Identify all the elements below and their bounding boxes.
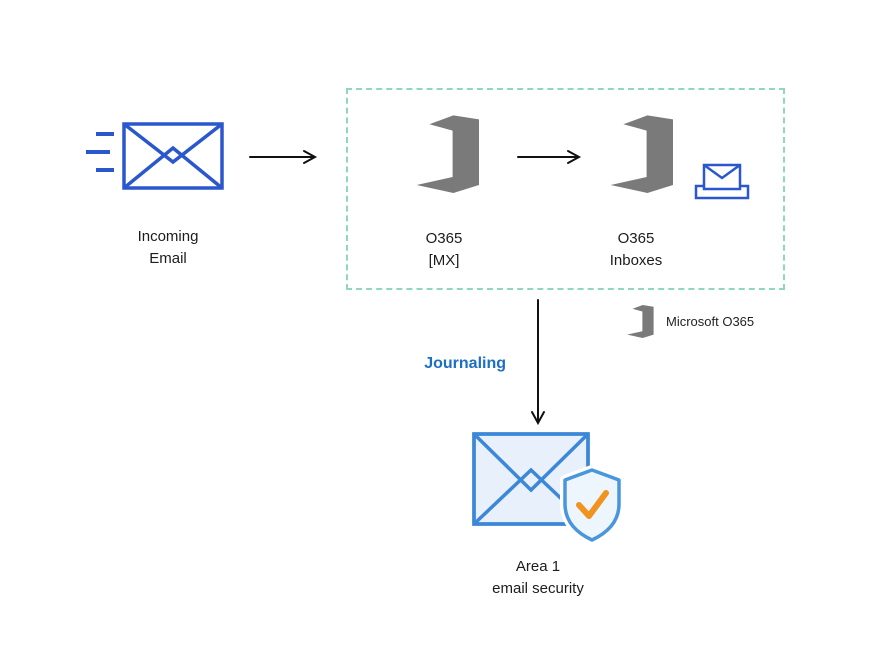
journaling-label: Journaling (424, 355, 506, 372)
legend-label: Microsoft O365 (666, 314, 755, 329)
speed-lines-icon (86, 132, 114, 172)
area1-label: Area 1 email security (492, 558, 584, 597)
incoming-email-label: Incoming Email (137, 228, 199, 267)
flow-arrow-right-2 (517, 150, 582, 164)
check-icon (576, 490, 609, 519)
o365-inboxes-label: O365 Inboxes (609, 230, 663, 269)
shield-icon (560, 465, 624, 544)
incoming-email-envelope-icon (86, 122, 224, 190)
o365-mx-office-logo-icon (407, 112, 487, 194)
area1-envelope-shield-icon (472, 432, 624, 544)
legend-office-logo-icon (623, 302, 657, 340)
o365-inboxes-office-logo-icon (601, 112, 681, 194)
o365-boundary-box (346, 88, 785, 290)
o365-mx-label: O365 [MX] (425, 230, 463, 269)
journaling-arrow-down (531, 299, 545, 426)
inbox-envelope-tray-icon (694, 163, 750, 200)
envelope-icon (122, 122, 224, 190)
flow-arrow-right-1 (249, 150, 318, 164)
